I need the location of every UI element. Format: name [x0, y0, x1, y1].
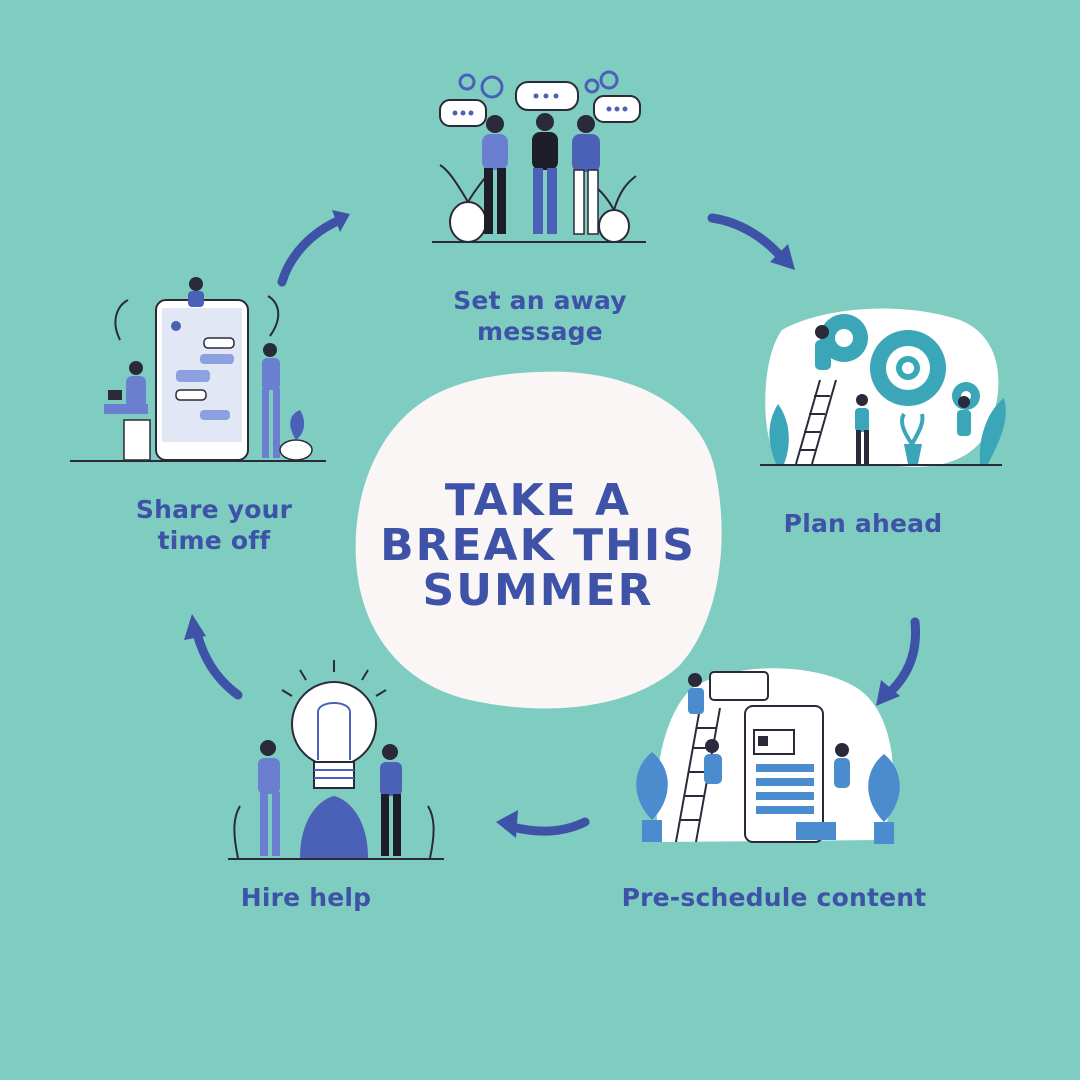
- share-time-off-line-2: time off: [157, 526, 271, 555]
- arrow-right: [883, 617, 921, 699]
- step-label-away-message: Set an away message: [420, 285, 660, 347]
- share-time-off-line-1: Share your: [135, 495, 293, 524]
- arrow-top-left: [277, 215, 345, 287]
- hire-help-line-1: Hire help: [240, 883, 372, 912]
- step-label-hire-help: Hire help: [206, 882, 406, 913]
- title-line-3: SUMMER: [422, 565, 654, 616]
- step-label-plan-ahead: Plan ahead: [760, 508, 966, 539]
- arrow-top-right: [707, 213, 787, 263]
- main-title: TAKE A BREAK THIS SUMMER: [352, 478, 724, 613]
- step-label-share-time-off: Share your time off: [112, 494, 316, 556]
- pre-schedule-line-1: Pre-schedule content: [621, 883, 927, 912]
- title-line-1: TAKE A: [444, 475, 632, 526]
- away-message-line-2: message: [477, 317, 603, 346]
- title-line-2: BREAK THIS: [380, 520, 696, 571]
- plan-ahead-line-1: Plan ahead: [783, 509, 943, 538]
- away-message-line-1: Set an away: [453, 286, 627, 315]
- step-label-pre-schedule: Pre-schedule content: [614, 882, 934, 913]
